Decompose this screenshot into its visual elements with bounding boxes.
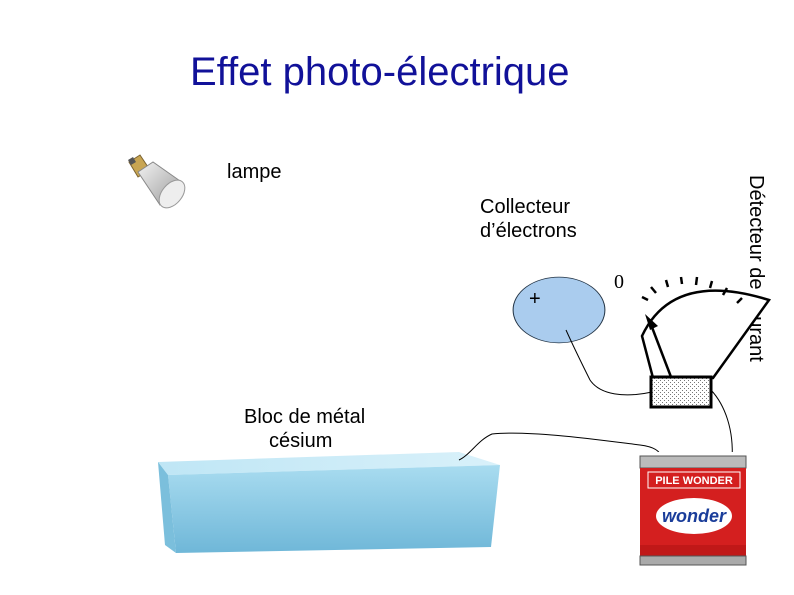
lamp-icon bbox=[128, 155, 190, 213]
battery-icon: PILE WONDER wonder bbox=[637, 452, 749, 566]
current-detector-gauge: 0 bbox=[614, 271, 769, 407]
metal-block bbox=[158, 452, 500, 553]
battery-brand-logo: wonder bbox=[662, 506, 727, 526]
battery-brand-top: PILE WONDER bbox=[655, 475, 733, 487]
electron-collector bbox=[513, 277, 605, 343]
gauge-base bbox=[651, 377, 711, 407]
gauge-zero-label: 0 bbox=[614, 271, 624, 293]
collector-plus-sign: + bbox=[529, 288, 541, 310]
